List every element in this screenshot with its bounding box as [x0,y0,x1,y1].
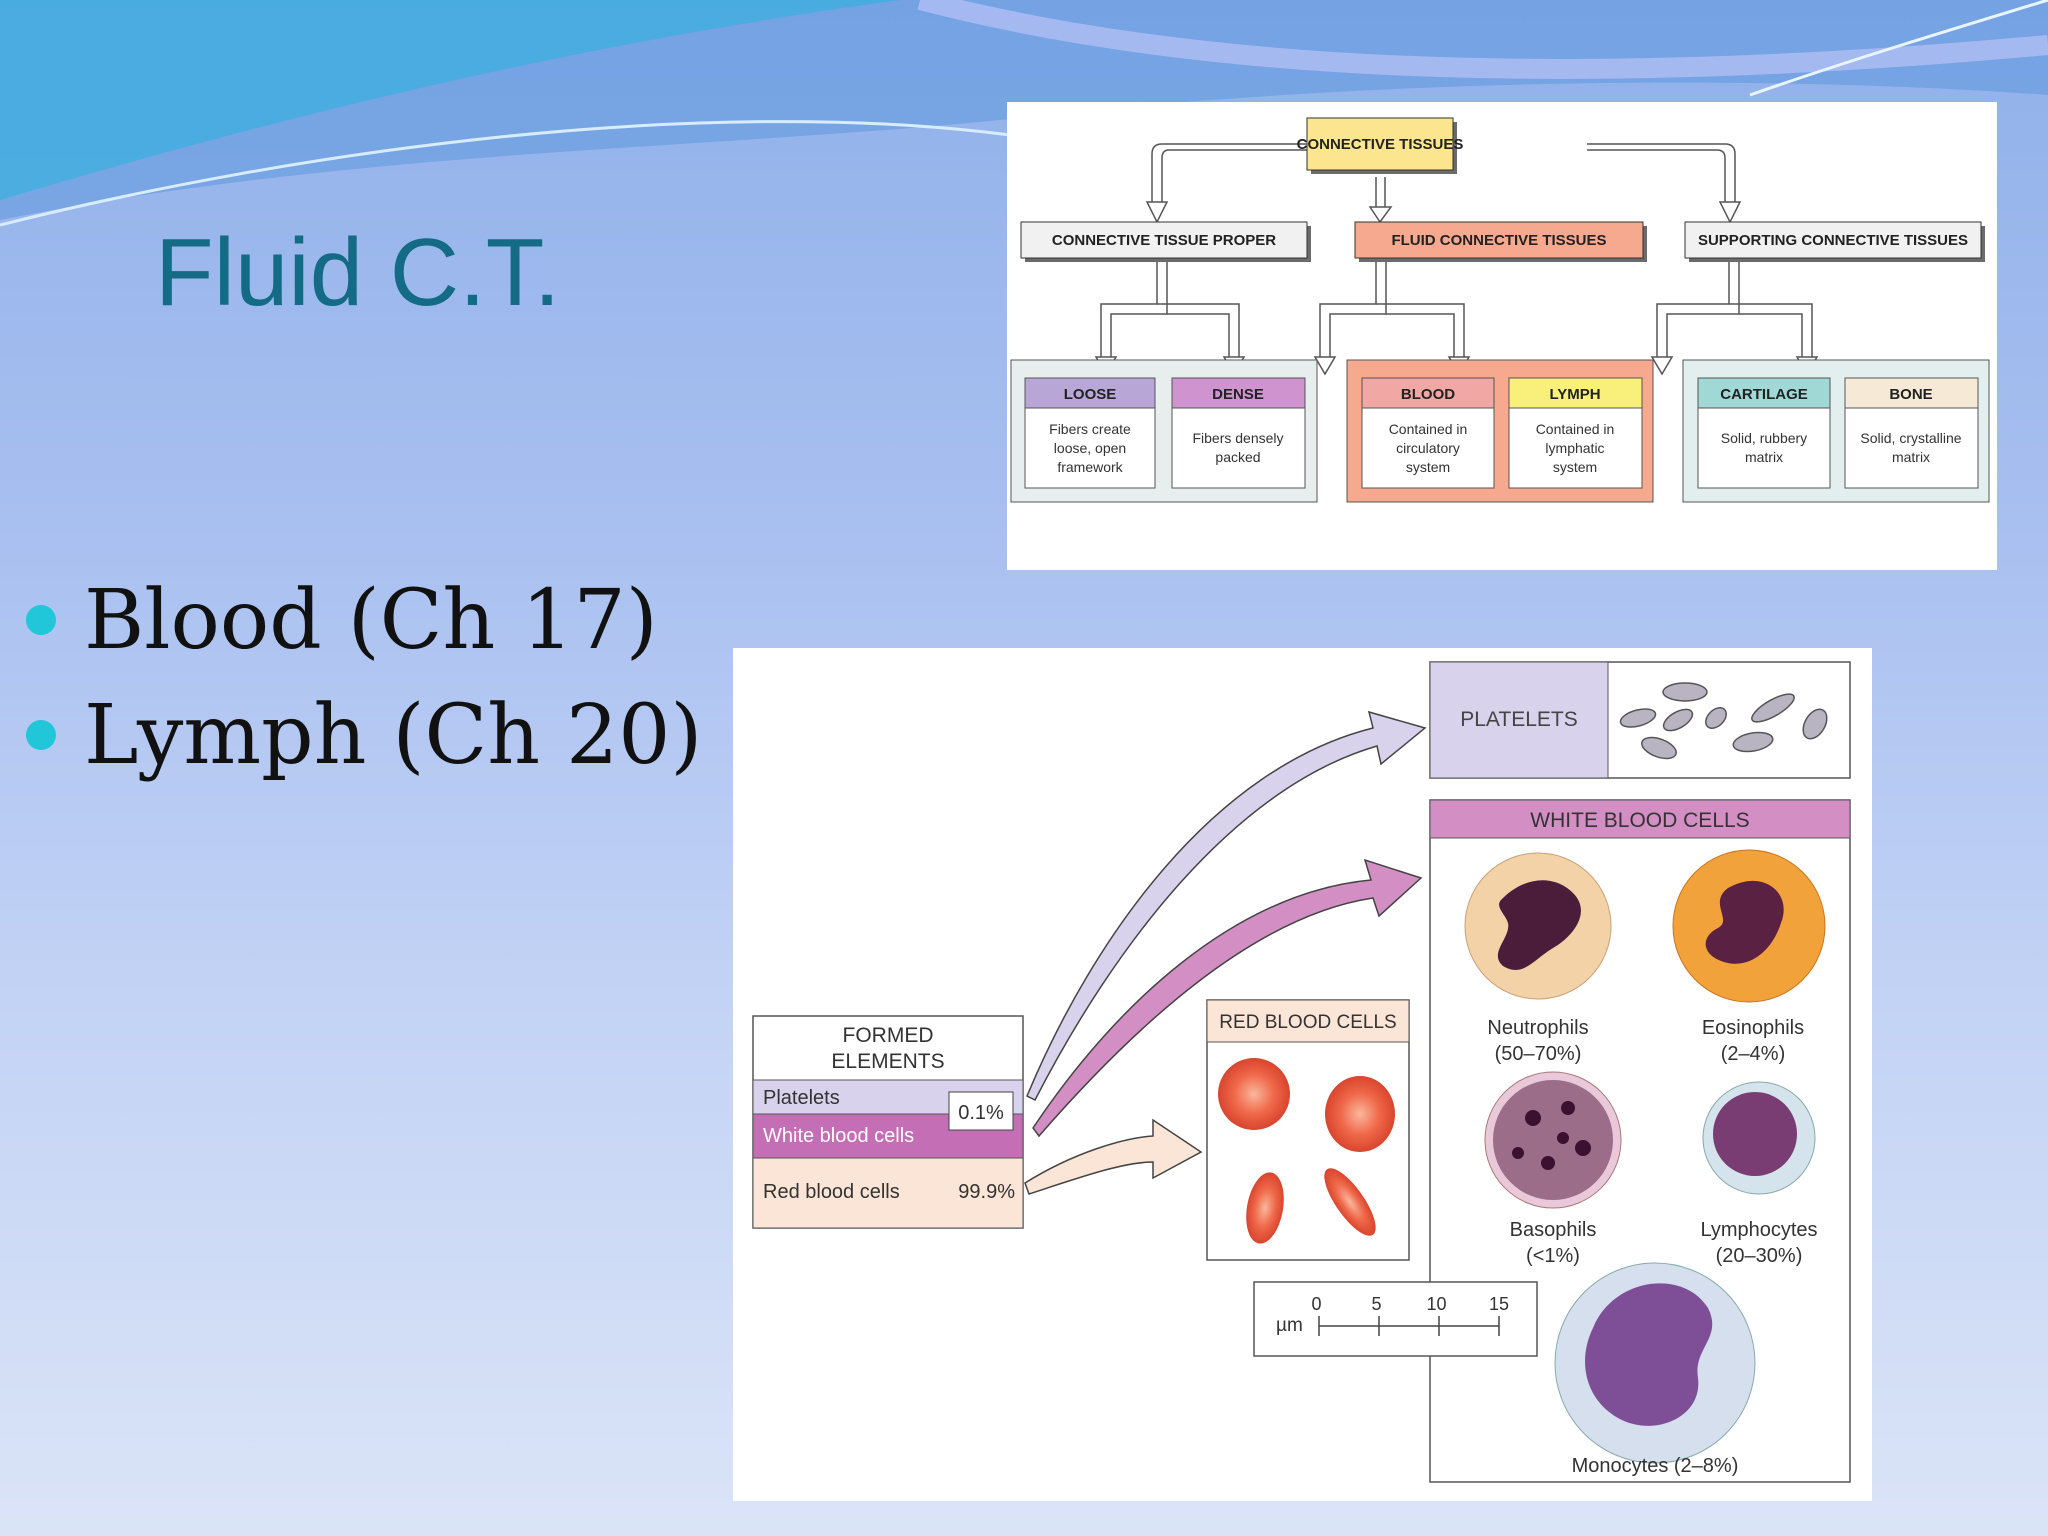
ct-root-label: CONNECTIVE TISSUES [1297,136,1464,153]
ct-desc-line: Contained in [1389,421,1468,437]
scale-tick: 5 [1371,1294,1381,1314]
ct-child-dense: DENSE [1212,386,1264,403]
ct-desc-line: framework [1057,459,1123,475]
basophil-icon [1484,1071,1622,1209]
bullet-text: Blood (Ch 17) [84,573,658,668]
svg-text:Eosinophils(2–4%): Eosinophils (2–4%) [1702,1017,1804,1065]
monocyte-icon [1554,1262,1756,1464]
wbc-row-label: White blood cells [763,1125,914,1147]
ct-desc-line: matrix [1892,449,1930,465]
wbc-arrow [1032,858,1423,1138]
ct-desc-line: system [1406,459,1450,475]
ct-desc-line: Fibers densely [1192,430,1283,446]
cell-name-lymphocytes: Lymphocytes [1700,1219,1817,1241]
scale-tick: 15 [1489,1294,1509,1314]
lymphocyte-icon [1702,1081,1816,1195]
neutrophil-icon [1464,852,1612,1000]
cell-range-eosinophils: (2–4%) [1721,1043,1785,1065]
svg-text:0 5 10 15: 0 5 10 15 [1311,1294,1509,1314]
ct-desc-line: Contained in [1536,421,1615,437]
connective-tissue-chart: CONNECTIVE TISSUES CONNECTIVE TISSUE PRO… [1007,102,1997,570]
ct-group-fluid: FLUID CONNECTIVE TISSUES [1391,232,1606,249]
scale-unit: µm [1276,1315,1303,1336]
slide-title: Fluid C.T. [155,219,561,326]
svg-text:Lymphocytes(20–30%): Lymphocytes (20–30%) [1700,1219,1817,1267]
cell-name-monocytes: Monocytes (2–8%) [1572,1455,1739,1477]
ct-child-loose: LOOSE [1064,386,1117,403]
bullet-item-lymph: Lymph (Ch 20) [26,690,702,805]
ct-child-cartilage: CARTILAGE [1720,386,1808,403]
cell-name-eosinophils: Eosinophils [1702,1017,1804,1039]
rbc-row-label: Red blood cells [763,1181,900,1203]
formed-elements-title: FORMED [843,1024,934,1047]
scale-tick: 10 [1426,1294,1446,1314]
cell-range-lymphocytes: (20–30%) [1716,1245,1803,1267]
rbc-percent: 99.9% [958,1181,1015,1203]
rbc-header: RED BLOOD CELLS [1219,1012,1396,1033]
platelet-icons [1619,682,1828,760]
ct-desc-line: system [1553,459,1597,475]
cell-range-basophils: (<1%) [1526,1245,1580,1267]
platelets-row-label: Platelets [763,1087,840,1109]
rbc-arrow [1024,1118,1203,1195]
red-blood-cell-icons [1218,1058,1395,1244]
cell-name-basophils: Basophils [1510,1219,1597,1241]
ct-child-blood: BLOOD [1401,386,1455,403]
ct-desc-line: Fibers create [1049,421,1131,437]
bullet-dot-icon [26,720,56,750]
blood-formed-elements-figure: FORMED ELEMENTS Platelets White blood cel… [733,648,1872,1501]
ct-desc-line: circulatory [1396,440,1460,456]
ct-desc-line: packed [1215,449,1260,465]
ct-child-lymph: LYMPH [1549,386,1600,403]
ct-group-supporting: SUPPORTING CONNECTIVE TISSUES [1698,232,1968,249]
bullet-dot-icon [26,605,56,635]
bullet-list: Blood (Ch 17) Lymph (Ch 20) [26,575,702,805]
platelet-arrow [1026,710,1427,1102]
cell-range-neutrophils: (50–70%) [1495,1043,1582,1065]
scale-tick: 0 [1311,1294,1321,1314]
ct-child-bone: BONE [1889,386,1932,403]
ct-desc-line: matrix [1745,449,1783,465]
bullet-text: Lymph (Ch 20) [84,688,703,783]
ct-desc-line: loose, open [1054,440,1126,456]
eosinophil-icon [1672,849,1826,1003]
ct-desc-line: Solid, rubbery [1721,430,1807,446]
formed-elements-title: ELEMENTS [831,1050,944,1073]
svg-text:Basophils(<1%): Basophils (<1%) [1510,1219,1597,1267]
ct-group-proper: CONNECTIVE TISSUE PROPER [1052,232,1276,249]
bullet-item-blood: Blood (Ch 17) [26,575,702,690]
minor-percent: 0.1% [958,1102,1004,1124]
svg-text:Neutrophils(50–70%): Neutrophils (50–70%) [1487,1017,1588,1065]
ct-desc-line: Solid, crystalline [1860,430,1961,446]
cell-name-neutrophils: Neutrophils [1487,1017,1588,1039]
ct-desc-line: lymphatic [1545,440,1604,456]
wbc-header: WHITE BLOOD CELLS [1530,809,1749,832]
platelets-header: PLATELETS [1460,708,1578,731]
